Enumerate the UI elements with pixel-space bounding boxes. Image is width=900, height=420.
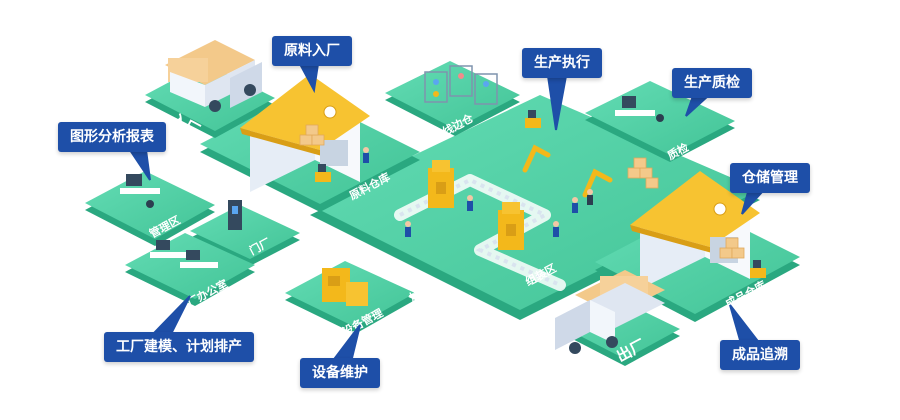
office-desks [150,240,218,268]
box-stack-finished [719,237,745,259]
gate-platform [190,205,300,266]
callout-analytics-reports: 图形分析报表 [58,122,166,152]
callout-equipment-maintenance: 设备维护 [300,358,380,388]
robot-arm-2 [582,168,613,198]
forklift-finished [750,260,766,278]
gate-turnstile [228,200,242,230]
press-machine-1 [428,160,454,208]
box-stack-raw [299,124,325,146]
press-machine-2 [498,202,524,250]
equipment-machine [322,268,368,306]
callout-product-traceability: 成品追溯 [720,340,800,370]
zone-label-processing: 加工区 [406,277,443,305]
line-side-platform [385,61,520,136]
callout-quality-inspection: 生产质检 [672,68,752,98]
raw-warehouse-building [240,74,370,192]
outbound-truck [555,270,665,354]
workers [363,147,593,237]
callout-production-execution: 生产执行 [522,48,602,78]
box-stack-quality [627,157,659,189]
callout-raw-inbound: 原料入厂 [272,36,352,66]
callout-factory-modeling: 工厂建模、计划排产 [104,332,254,362]
line-side-shelves [424,65,498,105]
management-desk [120,174,160,208]
quality-desk [615,96,664,122]
robot-arm-1 [522,144,551,173]
inbound-truck [165,40,262,112]
forklift-raw [315,164,331,182]
forklift-line [525,110,541,128]
callout-warehouse-management: 仓储管理 [730,163,810,193]
